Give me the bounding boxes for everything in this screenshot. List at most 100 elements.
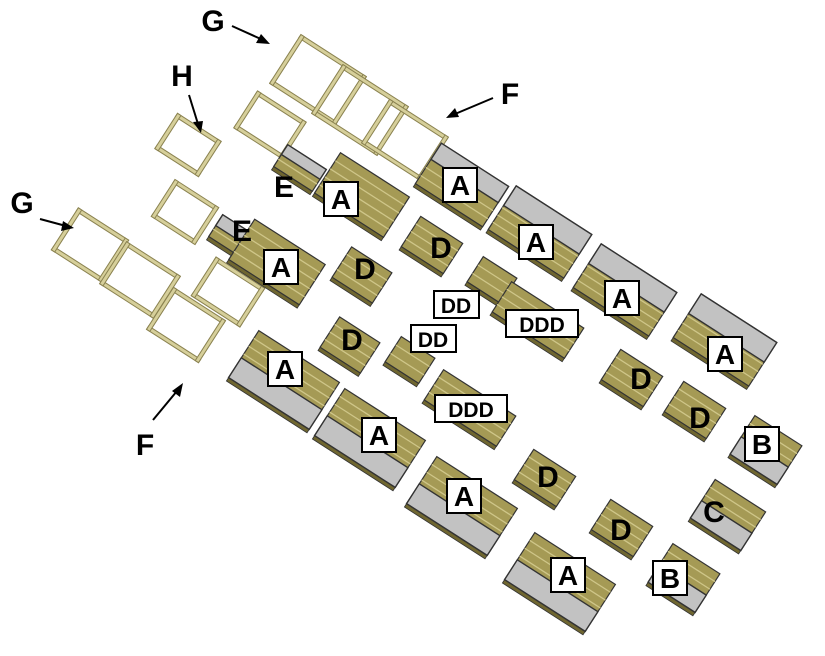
svg-text:A: A <box>454 481 474 512</box>
pointer-labels: G G H F F <box>10 5 519 462</box>
panel-gray-board <box>280 143 328 181</box>
panel-d-5 <box>661 380 727 443</box>
board-seam <box>605 371 649 400</box>
board-seam <box>615 356 659 385</box>
label-c: C <box>703 496 725 529</box>
board-seam <box>334 160 405 206</box>
board-seam <box>334 323 376 351</box>
panel-gray-board <box>503 558 599 633</box>
svg-text:A: A <box>612 283 632 314</box>
board-seam <box>667 550 716 583</box>
board-seam <box>600 513 644 543</box>
svg-text:DDD: DDD <box>519 314 565 337</box>
board-seam <box>605 506 649 535</box>
joist-board <box>75 207 130 245</box>
joist-board <box>98 241 131 287</box>
board-seam <box>523 463 567 493</box>
board-seam <box>324 339 366 367</box>
joist-board <box>150 212 198 246</box>
joist-frame-g-left-1 <box>50 207 130 283</box>
joist-board <box>98 279 157 319</box>
svg-text:A: A <box>715 339 735 370</box>
svg-text:A: A <box>526 227 546 258</box>
label-a: A <box>518 224 554 260</box>
svg-text:A: A <box>331 184 351 215</box>
panel-d-4 <box>598 348 664 411</box>
joist-board <box>194 138 222 178</box>
joist-board <box>150 178 180 220</box>
pointer-f-top: F <box>446 78 519 118</box>
board-seam <box>336 269 378 297</box>
label-b: B <box>744 426 780 462</box>
joist-board <box>310 63 347 117</box>
joist-board <box>190 291 243 328</box>
svg-text:DD: DD <box>441 295 471 318</box>
label-d: D <box>537 461 559 494</box>
board-seam <box>678 388 722 417</box>
label-a: A <box>323 181 359 217</box>
svg-text:DD: DD <box>418 329 448 352</box>
label-e: E <box>274 171 294 204</box>
pointer-f-bottom: F <box>136 383 183 462</box>
label-b: B <box>652 560 688 596</box>
board-seam <box>341 261 383 289</box>
label-ddd: DDD <box>505 309 579 338</box>
board-seam <box>277 158 318 185</box>
joist-frame-4 <box>233 90 307 160</box>
pointer-g-top: G <box>201 5 270 44</box>
svg-text:F: F <box>501 78 519 111</box>
panel-labels: A A A A A A A A A A B B C D D D D D D D … <box>232 167 780 596</box>
label-a: A <box>604 280 640 316</box>
label-a: A <box>550 557 586 593</box>
panel-d-2 <box>329 246 393 307</box>
panel-gray-board <box>502 184 593 256</box>
joist-board <box>154 112 182 152</box>
joist-board <box>360 98 394 146</box>
board-seam <box>610 363 654 393</box>
board-seam <box>395 344 430 368</box>
joist-board <box>145 325 202 364</box>
label-a: A <box>707 336 743 372</box>
svg-text:A: A <box>450 170 470 201</box>
board-seam <box>528 456 572 485</box>
label-e: E <box>232 215 252 248</box>
board-seam <box>673 395 717 425</box>
pointer-g-left: G <box>10 187 74 231</box>
svg-text:A: A <box>271 252 291 283</box>
board-seam <box>704 494 757 528</box>
joist-board <box>340 63 410 111</box>
joist-frame-h <box>154 112 222 178</box>
joist-board <box>145 286 178 333</box>
label-dd: DD <box>410 324 457 353</box>
joist-board <box>235 285 266 328</box>
joist-frame-left-3 <box>150 178 220 246</box>
joist-board <box>123 241 182 281</box>
board-seam <box>518 471 562 500</box>
joist-board <box>50 245 105 283</box>
board-seam <box>390 352 425 376</box>
joist-board <box>190 204 220 246</box>
joist-board <box>268 33 305 87</box>
panel-dd-2 <box>382 335 436 388</box>
label-a: A <box>446 478 482 514</box>
pointer-h: H <box>171 60 203 133</box>
joist-board <box>233 123 286 160</box>
label-a: A <box>267 351 303 387</box>
panel-gray-board <box>587 242 678 314</box>
label-d: D <box>430 232 452 265</box>
joist-board <box>373 103 410 157</box>
svg-text:A: A <box>275 354 295 385</box>
label-d: D <box>610 514 632 547</box>
joist-frame-f-1 <box>145 286 227 364</box>
joist-frame-f-2 <box>190 256 266 328</box>
panel-d-3 <box>317 316 381 377</box>
svg-text:A: A <box>558 560 578 591</box>
svg-text:B: B <box>660 563 680 594</box>
board-seam <box>329 331 371 359</box>
panel-gray-board <box>689 499 753 552</box>
label-dd: DD <box>433 290 480 319</box>
label-a: A <box>263 249 299 285</box>
panel-gray-board <box>227 356 323 431</box>
label-ddd: DDD <box>434 394 508 423</box>
